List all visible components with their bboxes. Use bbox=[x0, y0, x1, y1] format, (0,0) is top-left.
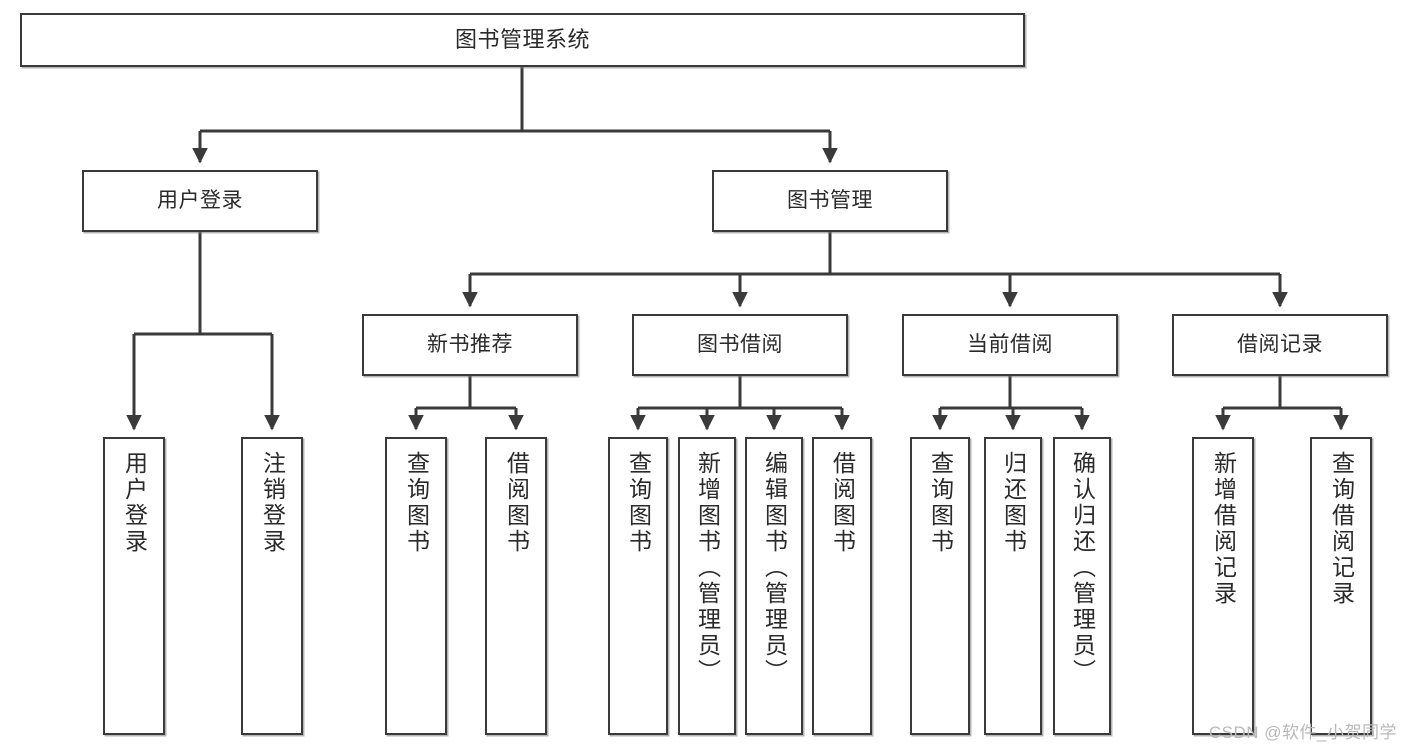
node-label: 新增图书（管理员） bbox=[694, 451, 721, 685]
node-label: 归还图书 bbox=[1000, 451, 1027, 555]
node-leaf-query-book-1[interactable]: 查询图书 bbox=[385, 437, 447, 735]
node-root[interactable]: 图书管理系统 bbox=[20, 13, 1025, 67]
node-label: 用户登录 bbox=[157, 188, 243, 212]
node-label: 查询图书 bbox=[625, 451, 652, 555]
node-label: 编辑图书（管理员） bbox=[761, 451, 788, 685]
node-borrow-record[interactable]: 借阅记录 bbox=[1172, 314, 1388, 376]
node-label: 查询图书 bbox=[403, 451, 430, 555]
node-label: 借阅记录 bbox=[1237, 332, 1323, 356]
node-current-borrow[interactable]: 当前借阅 bbox=[902, 314, 1118, 376]
node-leaf-user-logout[interactable]: 注销登录 bbox=[241, 437, 303, 735]
node-leaf-add-book-admin[interactable]: 新增图书（管理员） bbox=[678, 437, 736, 735]
node-leaf-return-book[interactable]: 归还图书 bbox=[984, 437, 1042, 735]
csdn-watermark: CSDN @软件_小贺同学 bbox=[1208, 723, 1397, 742]
node-leaf-add-borrow-record[interactable]: 新增借阅记录 bbox=[1192, 437, 1254, 735]
node-leaf-confirm-return-admin[interactable]: 确认归还（管理员） bbox=[1053, 437, 1111, 735]
node-label: 图书管理系统 bbox=[454, 27, 590, 53]
node-leaf-edit-book-admin[interactable]: 编辑图书（管理员） bbox=[745, 437, 803, 735]
node-label: 查询图书 bbox=[927, 451, 954, 555]
node-label: 查询借阅记录 bbox=[1328, 451, 1355, 607]
node-leaf-borrow-book-2[interactable]: 借阅图书 bbox=[812, 437, 872, 735]
node-leaf-query-book-3[interactable]: 查询图书 bbox=[910, 437, 970, 735]
node-label: 注销登录 bbox=[259, 451, 286, 555]
node-label: 用户登录 bbox=[121, 451, 148, 555]
node-label: 借阅图书 bbox=[503, 451, 530, 555]
node-label: 图书管理 bbox=[787, 188, 873, 212]
node-leaf-query-book-2[interactable]: 查询图书 bbox=[608, 437, 668, 735]
node-label: 当前借阅 bbox=[967, 332, 1053, 356]
node-leaf-query-borrow-record[interactable]: 查询借阅记录 bbox=[1310, 437, 1372, 735]
node-label: 借阅图书 bbox=[829, 451, 856, 555]
node-label: 新增借阅记录 bbox=[1210, 451, 1237, 607]
node-leaf-user-login[interactable]: 用户登录 bbox=[103, 437, 165, 735]
node-label: 确认归还（管理员） bbox=[1069, 451, 1096, 685]
node-book-borrow[interactable]: 图书借阅 bbox=[632, 314, 848, 376]
node-leaf-borrow-book-1[interactable]: 借阅图书 bbox=[485, 437, 547, 735]
node-new-book-recommend[interactable]: 新书推荐 bbox=[362, 314, 578, 376]
node-label: 新书推荐 bbox=[427, 332, 513, 356]
node-label: 图书借阅 bbox=[697, 332, 783, 356]
node-user-login[interactable]: 用户登录 bbox=[82, 170, 318, 232]
node-book-manage[interactable]: 图书管理 bbox=[712, 170, 948, 232]
